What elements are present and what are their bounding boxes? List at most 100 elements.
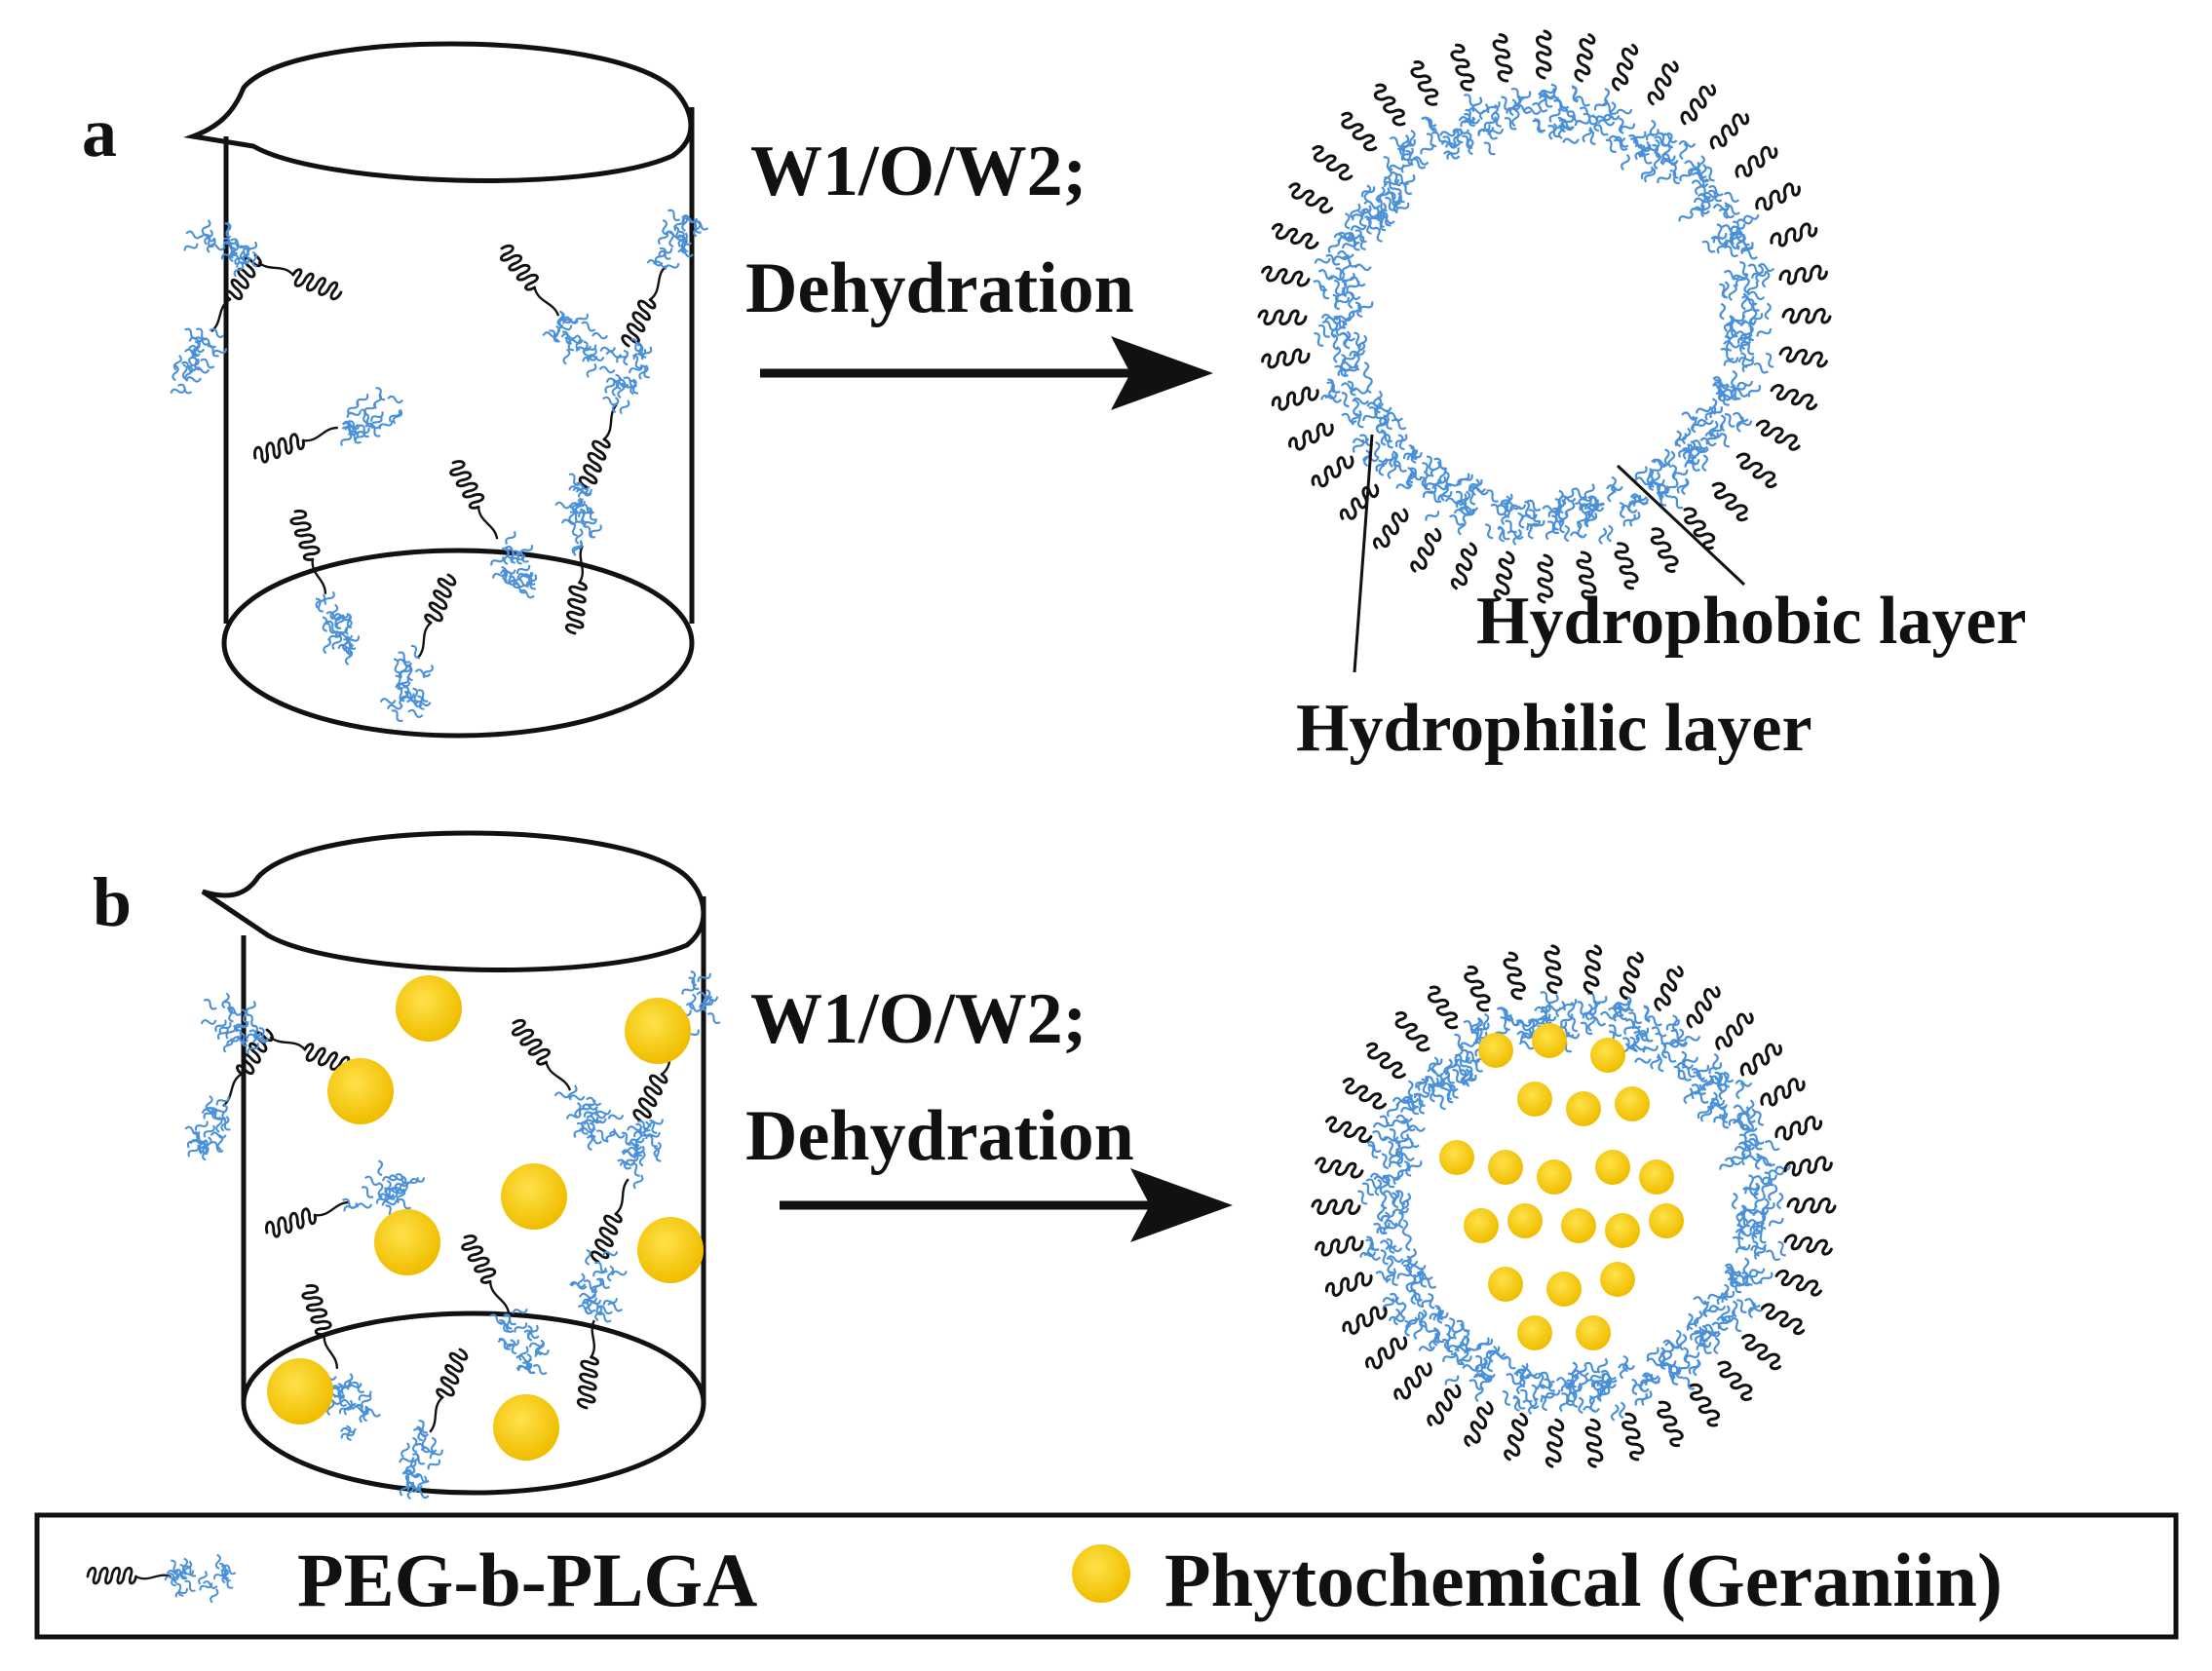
peg-coil [1373,83,1406,127]
peg-coil [1715,1012,1754,1050]
polymer-chain [184,1028,274,1161]
hydrophobic-blob [1634,132,1697,184]
hydrophobic-blob [1664,1310,1720,1364]
hydrophobic-blob [1606,468,1667,527]
phytochemical-sphere [1600,1262,1635,1297]
hydrophobic-blob [1366,1115,1426,1167]
hydrophobic-blob [1395,455,1449,504]
peg-coil [1647,60,1679,106]
peg-coil [1312,145,1354,181]
phytochemical-sphere [1439,1140,1474,1175]
peg-coil [1492,33,1513,83]
peg-coil [1311,455,1354,488]
hydrophobic-blob [200,992,269,1055]
polymer-chain [461,1234,550,1376]
peg-coil [1315,1157,1364,1179]
peg-coil [1612,43,1639,92]
peg-coil [1393,1362,1432,1400]
peg-coil [1654,966,1684,1012]
phytochemical-sphere-icon [1072,1544,1130,1603]
peg-coil [1755,182,1801,211]
panel-b: b W1/O/W2; Dehydration [93,830,1837,1500]
peg-coil [1373,508,1409,550]
peg-coil [1778,264,1828,285]
peg-coil [1545,1418,1565,1468]
peg-coil [1781,308,1832,324]
hydrophobic-blob [554,473,602,556]
legend-box [34,1512,2179,1640]
hydrophobic-blob [164,1553,237,1604]
hydrophobic-blob [399,1420,443,1500]
panel-letter-a: a [82,94,117,171]
peg-coil [1778,346,1828,368]
legend-drug-label: Phytochemical (Geraniin) [1164,1538,2002,1622]
step-b-line1: W1/O/W2; [750,979,1087,1059]
peg-coil [1686,986,1721,1029]
phytochemical-sphere [1507,1203,1543,1238]
hydrophobic-blob [1454,1016,1487,1087]
hydrophobic-blob [1375,1245,1427,1291]
hydrophobic-blob [1444,478,1521,540]
hydrophobic-blob [1653,427,1708,481]
phytochemical-sphere [1488,1150,1523,1185]
peg-coil [1614,542,1639,590]
peg-coil [1770,222,1818,247]
beaker-b [201,830,706,1496]
phytochemical-sphere [1639,1159,1674,1195]
polymer-chain [379,573,457,722]
peg-coil [1576,551,1597,600]
hydrophobic-blob [1560,1357,1617,1413]
peg-coil [1341,111,1378,152]
polymer-chain [511,1018,626,1152]
peg-coil [1271,222,1319,249]
peg-coil [1741,1333,1781,1371]
peg-coil [1365,1336,1408,1370]
polymer-chain [200,992,355,1076]
peg-coil [1394,1011,1430,1052]
phytochemical-sphere [1615,1086,1650,1121]
peg-coil [1311,1198,1361,1215]
phytochemical-sphere [396,975,462,1042]
peg-coil [1680,84,1716,126]
peg-coil [1271,386,1319,411]
peg-coil [1760,1078,1806,1107]
peg-coil [1450,542,1477,590]
hydrophobic-blob [1352,396,1407,473]
hydrophobic-blob [1574,485,1625,545]
polymer-chain [183,219,343,301]
polymer-chain [399,1348,469,1500]
hydrophobic-blob [542,310,617,378]
hydrophobic-blob [1703,1272,1765,1323]
phytochemical-sphere [1566,1091,1601,1126]
peg-coil [1770,384,1818,411]
peg-coil [1315,1235,1364,1257]
hydrophobic-blob [1732,1210,1786,1257]
hydrophobic-blob [1506,1362,1561,1416]
phytochemical-sphere [327,1058,394,1124]
right-arrow-icon [780,1168,1233,1242]
peg-coil [1427,1384,1462,1426]
hydrophobic-blob [1320,353,1373,408]
phytochemical-sphere [1605,1213,1640,1248]
peg-coil [1261,265,1311,287]
hydrophobic-blob [170,327,228,395]
peg-coil [1735,145,1778,178]
phytochemical-sphere [1488,1267,1523,1302]
beaker-b-polymer-chains [184,970,721,1500]
phytochemical-sphere [1478,1033,1513,1068]
polymer-chain [265,1159,426,1238]
peg-coil [1493,551,1515,600]
peg-coil [1325,1272,1373,1297]
hydrophobic-blob [1686,1290,1742,1345]
hydrophobic-blob [1614,117,1662,171]
peg-coil [1464,965,1491,1012]
polymer-chain [578,338,653,489]
phytochemical-sphere [1464,1208,1499,1243]
hydrophobic-blob [1731,1182,1784,1235]
hydrophobic-blob [183,219,258,278]
peg-coil [1536,29,1552,80]
phytochemical-sphere [1595,1150,1630,1185]
vesicle-loaded [1311,944,1837,1468]
peg-coil [1709,113,1750,150]
phytochemical-sphere [625,998,691,1064]
